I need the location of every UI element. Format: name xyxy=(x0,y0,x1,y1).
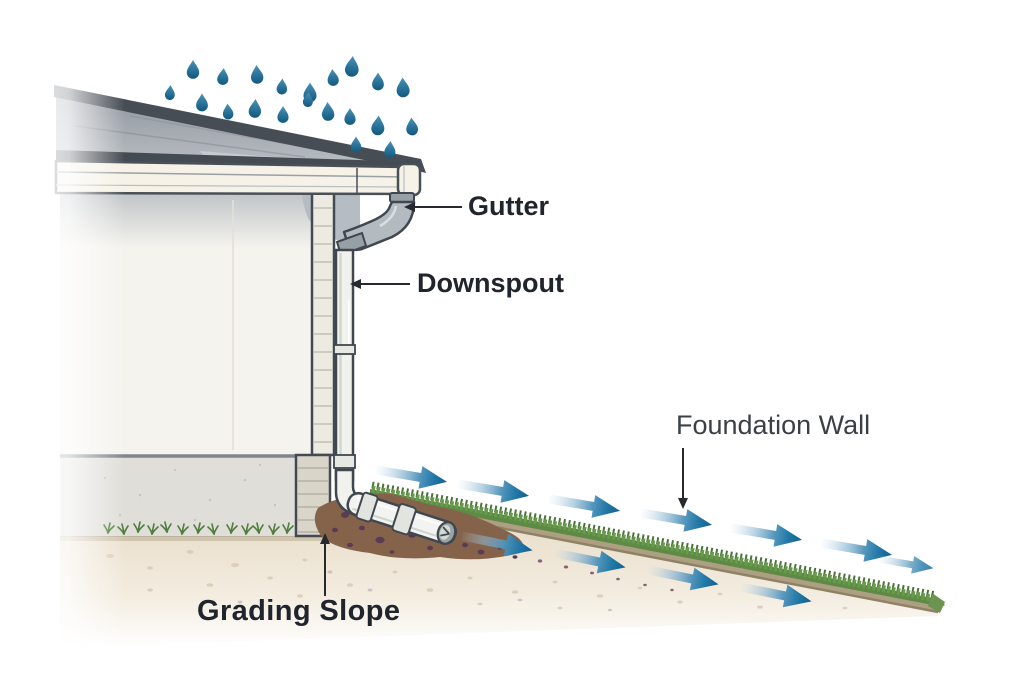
grading-slope-grass xyxy=(369,481,945,614)
downspout-pointer-arrow xyxy=(350,279,410,289)
pointer-arrows xyxy=(320,202,688,596)
roof-ridge-edge xyxy=(54,85,426,173)
downspout-outlet-collar xyxy=(389,192,415,203)
downspout-pipe xyxy=(334,248,355,482)
extension-sleeve xyxy=(391,502,417,536)
soil-pebbles xyxy=(237,570,613,612)
foundation-wall-label: Foundation Wall xyxy=(676,410,871,440)
grading-slope-pointer-arrow xyxy=(320,533,330,596)
mulch-pebble-trail xyxy=(537,559,674,592)
grading-slope-label: Grading Slope xyxy=(197,595,401,627)
downspout-label: Downspout xyxy=(417,268,564,298)
extension-sleeve xyxy=(355,491,379,523)
foundation-wall-pointer-arrow xyxy=(678,448,688,509)
grass-tufts-light xyxy=(371,485,937,603)
grass-tufts-dark xyxy=(371,481,937,599)
left-edge-fade xyxy=(0,0,125,683)
gutter-end-cap xyxy=(396,162,422,197)
gutter-label: Gutter xyxy=(468,191,549,221)
downspout-extension xyxy=(334,468,458,545)
gutter-pointer-arrow xyxy=(404,202,462,212)
soil-speckles xyxy=(106,550,848,610)
downspout-bracket xyxy=(333,454,356,469)
downspout xyxy=(333,192,416,482)
downspout-bracket xyxy=(333,344,356,355)
